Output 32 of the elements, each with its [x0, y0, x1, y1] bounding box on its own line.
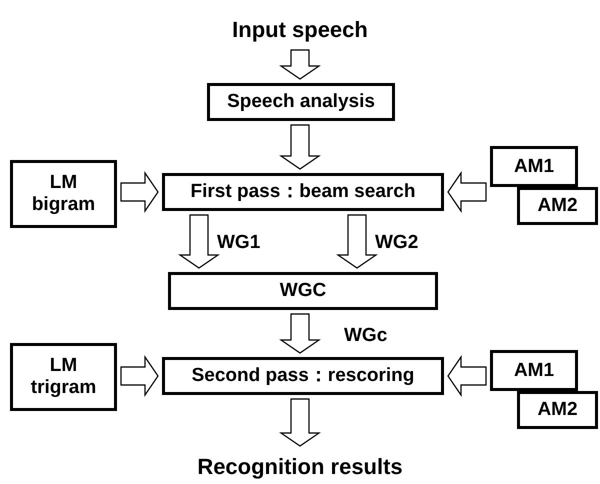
process-box — [207, 83, 395, 121]
box-label: Speech analysis — [227, 91, 375, 113]
process-box — [490, 146, 578, 187]
heading-text: Input speech — [232, 17, 368, 43]
block-arrow — [279, 49, 321, 80]
box-label: AM1 — [514, 360, 554, 382]
block-arrow — [120, 355, 159, 397]
block-arrow — [447, 355, 487, 397]
block-arrow — [447, 171, 487, 213]
block-arrow — [178, 214, 220, 269]
box-label: AM2 — [537, 399, 578, 421]
block-arrow — [279, 124, 321, 170]
box-label: Second pass：rescoring — [192, 365, 414, 387]
process-box — [490, 350, 578, 391]
block-arrow — [336, 214, 378, 269]
box-label: AM1 — [514, 156, 554, 178]
box-label: AM2 — [537, 195, 578, 217]
process-box — [10, 160, 117, 228]
heading-text: Recognition results — [197, 454, 403, 480]
block-arrow — [120, 171, 159, 213]
box-label: LM bigram — [30, 172, 96, 216]
box-label: WGC — [280, 280, 326, 302]
process-box — [162, 173, 444, 211]
process-box — [517, 391, 598, 429]
process-box — [168, 272, 438, 310]
process-box — [10, 343, 117, 411]
box-label: LM trigram — [30, 355, 98, 399]
block-arrow — [279, 398, 321, 447]
process-box — [162, 357, 444, 395]
process-box — [517, 187, 598, 225]
block-arrow — [279, 313, 321, 354]
box-label: First pass：beam search — [190, 181, 416, 203]
